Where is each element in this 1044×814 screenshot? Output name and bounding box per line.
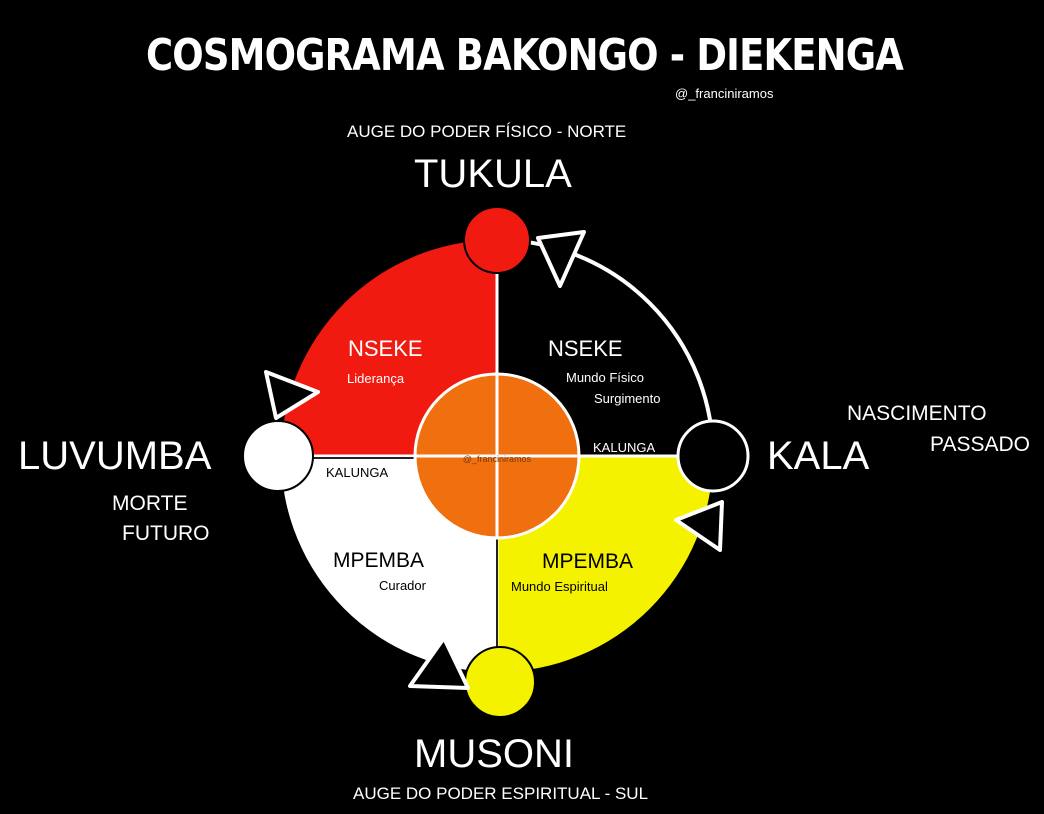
musoni-circle [464,646,536,718]
lideranca-label: Liderança [347,371,405,386]
morte-label: MORTE [112,492,188,515]
tukula-circle [463,206,531,274]
kalunga-label-right: KALUNGA [593,440,655,455]
nseke-title-right: NSEKE [548,336,623,361]
mpemba-title-left: MPEMBA [333,549,424,572]
kala-circle [676,419,750,493]
arrow-icon-top-left [264,370,320,420]
arrow-icon-bottom-left [408,636,470,690]
arrow-icon-bottom-right [674,500,724,552]
curador-label: Curador [379,578,427,593]
north-caption: AUGE DO PODER FÍSICO - NORTE [347,122,627,141]
mundo-espiritual-label: Mundo Espiritual [511,579,608,594]
mpemba-title-right: MPEMBA [542,550,633,573]
author-handle: @_franciniramos [675,86,774,101]
kala-label: KALA [767,434,870,478]
mundo-fisico-label: Mundo Físico [566,370,644,385]
luvumba-label: LUVUMBA [18,434,212,478]
kalunga-label-left: KALUNGA [326,465,388,480]
page-title: COSMOGRAMA BAKONGO - DIEKENGA [146,30,904,81]
tukula-label: TUKULA [414,152,572,196]
south-caption: AUGE DO PODER ESPIRITUAL - SUL [353,784,649,803]
passado-label: PASSADO [930,433,1030,456]
nseke-title-left: NSEKE [348,336,423,361]
luvumba-circle [242,420,314,492]
nascimento-label: NASCIMENTO [847,402,987,425]
center-watermark: @_franciniramos [463,454,532,464]
musoni-label: MUSONI [414,732,574,776]
surgimento-label: Surgimento [594,391,660,406]
futuro-label: FUTURO [122,522,210,545]
arrow-icon-top-right [536,230,586,288]
